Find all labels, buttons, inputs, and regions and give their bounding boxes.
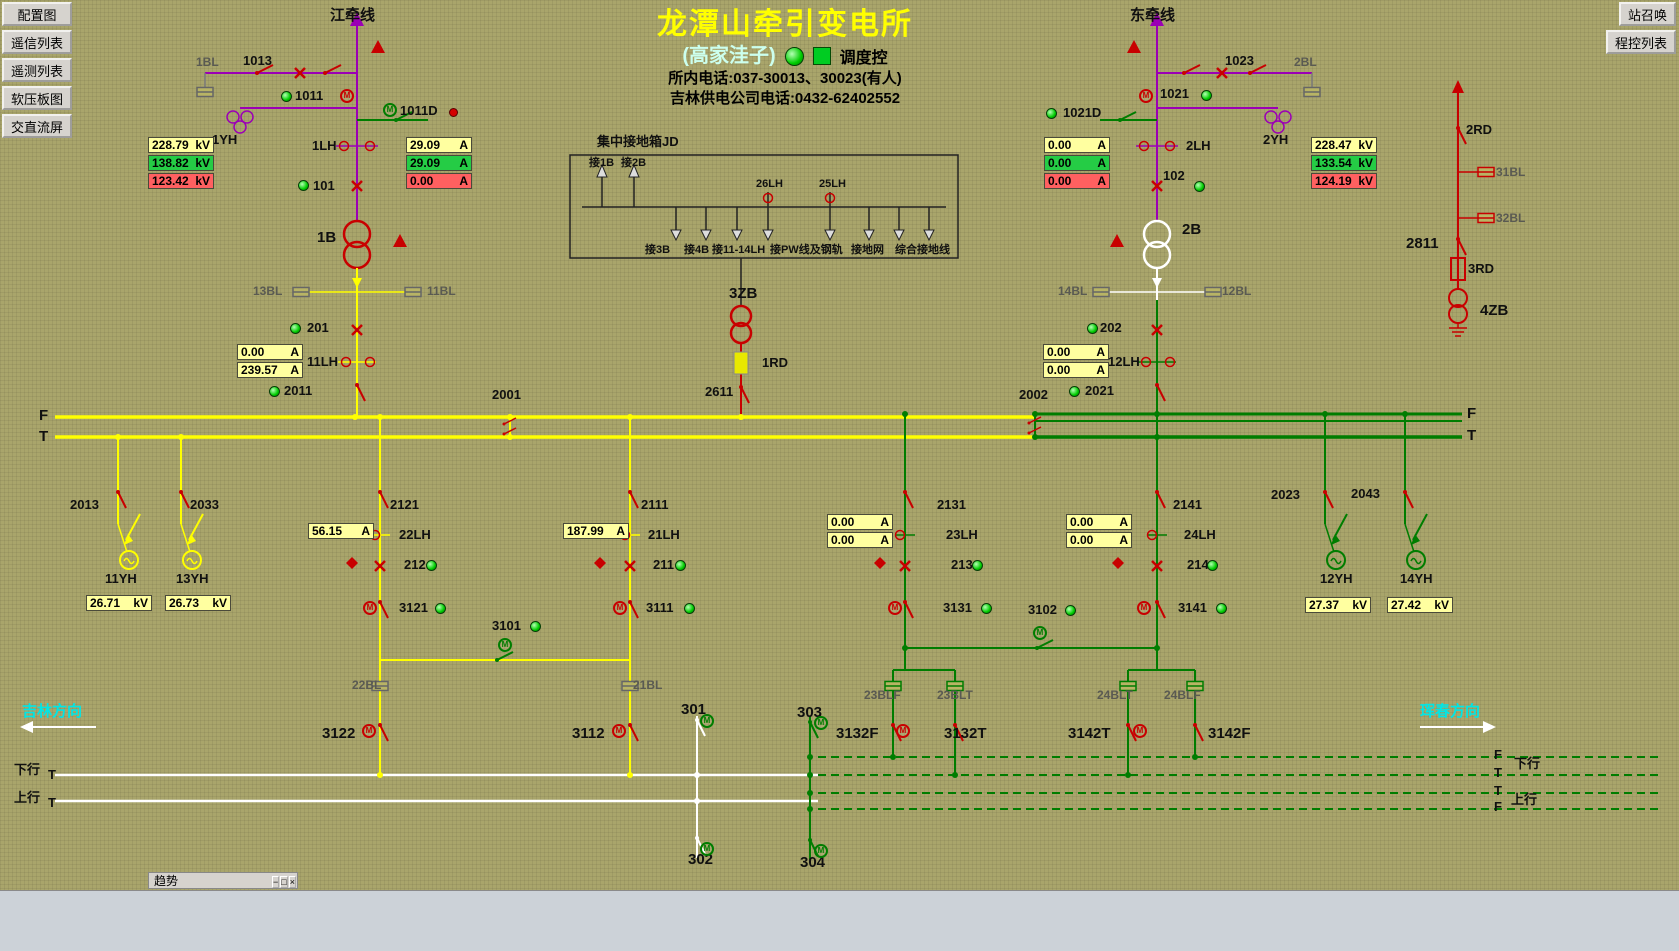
flow-arrow-icon (1152, 278, 1162, 288)
transformer-4ZB-icon[interactable] (1448, 288, 1468, 308)
arrester-31BL-icon (1477, 166, 1495, 178)
line-arrow-up-icon (350, 12, 364, 26)
grounding-box-JD (569, 154, 959, 259)
transformer-2B-icon[interactable] (1142, 219, 1172, 270)
tag-diamond-icon (1112, 557, 1124, 569)
alarm-triangle-icon (393, 234, 407, 247)
pt-11YH-icon (119, 550, 139, 570)
alarm-triangle-icon (1127, 40, 1141, 53)
main-status-led-icon (784, 46, 804, 66)
arrester-2BL-icon (1303, 86, 1321, 98)
alarm-triangle-icon (371, 40, 385, 53)
toolbar-button-遥测列表[interactable]: 遥测列表 (2, 58, 72, 82)
feeders-right (884, 414, 1428, 775)
incoming-line-jiang (196, 12, 428, 221)
ground-down-arrow-icon (863, 206, 875, 241)
toolbar-button-遥信列表[interactable]: 遥信列表 (2, 30, 72, 54)
tag-diamond-icon (874, 557, 886, 569)
toolbar-button-站召唤[interactable]: 站召唤 (1618, 2, 1676, 26)
feeders-left (115, 417, 640, 775)
ground-down-arrow-icon (700, 206, 712, 241)
bottom-strip (0, 890, 1679, 951)
line-arrow-up-icon (1452, 80, 1464, 93)
pt-14YH-icon (1406, 550, 1426, 570)
direction-arrow-left-icon (20, 721, 33, 733)
bay-1B-lower (292, 268, 422, 417)
toolbar-button-软压板图[interactable]: 软压板图 (2, 86, 72, 110)
feeder-arrow-icon (124, 534, 133, 545)
feeder-arrow-icon (1411, 534, 1420, 545)
arrester-1BL-icon (196, 86, 214, 98)
page-title: 龙潭山牵引变电所 (657, 8, 913, 41)
pt-2YH-icon (1264, 110, 1292, 134)
direction-arrow-right-icon (1483, 721, 1496, 733)
flow-arrow-icon (352, 278, 362, 288)
ground-down-arrow-icon (893, 206, 905, 241)
resistor-3RD-icon (1450, 257, 1466, 281)
ground-down-arrow-icon (923, 206, 935, 241)
tag-diamond-icon (594, 557, 606, 569)
arrester-23BLT-icon (946, 680, 964, 692)
ground-up-arrow-icon (596, 164, 608, 208)
ground-symbol-icon (1449, 327, 1467, 337)
trend-restore-button[interactable]: □ (280, 875, 288, 888)
arrester-24BLT-icon (1119, 680, 1137, 692)
feeder-arrow-icon (187, 534, 196, 545)
tag-diamond-icon (346, 557, 358, 569)
phone-line-1: 所内电话:037-30013、30023(有人) (668, 70, 902, 87)
catenary-rails (20, 716, 1660, 860)
grounding-branch-right (1448, 80, 1495, 337)
alarm-triangle-icon (1110, 234, 1124, 247)
arrester-13BL-icon (292, 286, 310, 298)
ground-down-arrow-icon (670, 206, 682, 241)
arrester-11BL-icon (404, 286, 422, 298)
arrester-12BL-icon (1204, 286, 1222, 298)
toolbar-button-交直流屏[interactable]: 交直流屏 (2, 114, 72, 138)
trend-window-titlebar[interactable]: 趋势 −□× (148, 872, 298, 889)
transformer-1B-icon[interactable] (342, 219, 372, 270)
bay-3ZB (729, 258, 753, 417)
ground-up-arrow-icon (628, 164, 640, 208)
pt-1YH-icon (226, 110, 254, 134)
busbars (55, 412, 1462, 439)
arrester-14BL-icon (1092, 286, 1110, 298)
pt-13YH-icon (182, 550, 202, 570)
arrester-32BL-icon (1477, 212, 1495, 224)
ground-down-arrow-icon (762, 206, 774, 241)
header: 龙潭山牵引变电所 (高家洼子) 调度控 所内电话:037-30013、30023… (545, 8, 1025, 107)
ground-down-arrow-icon (824, 206, 836, 241)
phone-line-2: 吉林供电公司电话:0432-62402552 (669, 90, 901, 107)
toolbar-button-配置图[interactable]: 配置图 (2, 2, 72, 26)
feeder-arrow-icon (1331, 534, 1340, 545)
transformer-3ZB-icon[interactable] (729, 304, 753, 328)
arrester-24BLF-icon (1186, 680, 1204, 692)
resistor-1RD-icon (733, 351, 749, 375)
arrester-23BLF-icon (884, 680, 902, 692)
incoming-line-dong (1100, 12, 1321, 221)
page-subtitle: (高家洼子) (682, 45, 776, 67)
junction-dots (115, 411, 1408, 812)
control-mode-label: 调度控 (839, 50, 888, 67)
trend-minimize-button[interactable]: − (272, 875, 280, 888)
toolbar-button-程控列表[interactable]: 程控列表 (1605, 30, 1676, 54)
trend-close-button[interactable]: × (288, 875, 296, 888)
trend-window-title: 趋势 (154, 874, 179, 888)
arrester-21BL-icon (621, 680, 639, 692)
ground-down-arrow-icon (731, 206, 743, 241)
line-arrow-up-icon (1150, 12, 1164, 26)
pt-12YH-icon (1326, 550, 1346, 570)
arrester-22BL-icon (371, 680, 389, 692)
control-mode-indicator-icon (812, 47, 831, 65)
